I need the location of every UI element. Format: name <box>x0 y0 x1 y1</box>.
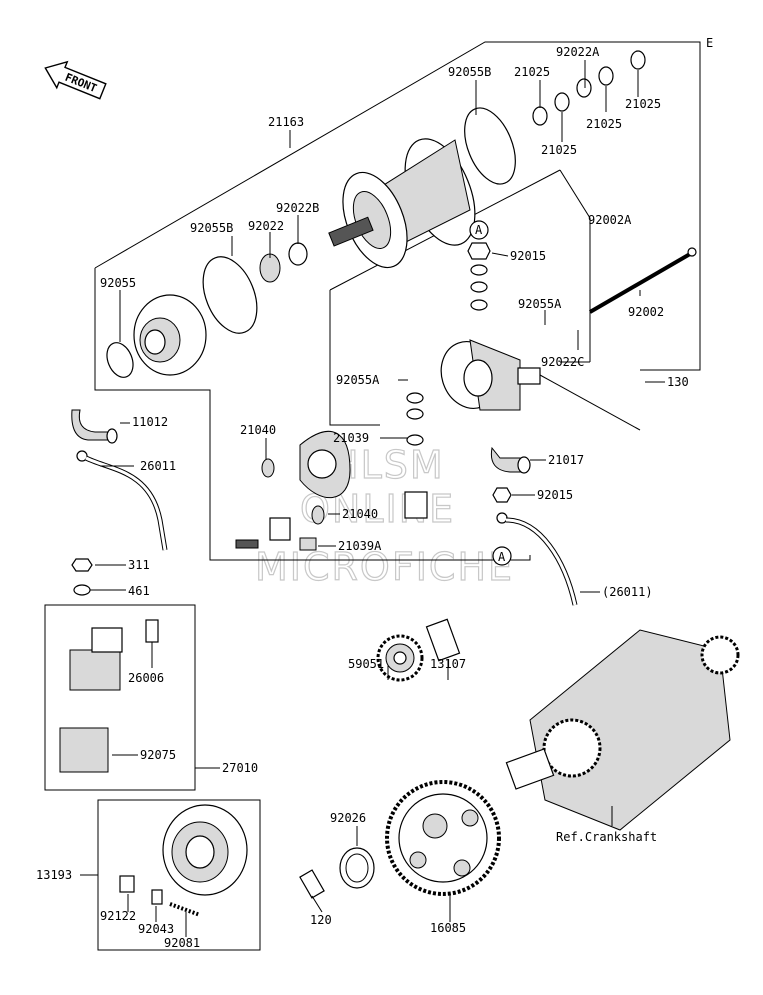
part-label-92122: 92122 <box>100 909 136 923</box>
corner-label: E <box>706 36 713 50</box>
part-label-92022C: 92022C <box>541 355 584 369</box>
one-way-clutch <box>162 804 248 896</box>
part-label-27010: 27010 <box>222 761 258 775</box>
part-label-21039A: 21039A <box>338 539 382 553</box>
starter-clutch-outline <box>80 799 261 951</box>
rear-cover <box>440 339 541 411</box>
part-label-461: 461 <box>128 584 150 598</box>
callout-marker-top-label: A <box>475 223 483 237</box>
front-cover <box>133 294 207 376</box>
crankshaft <box>505 629 740 831</box>
part-label-130: 130 <box>667 375 689 389</box>
part-label-311: 311 <box>128 558 150 572</box>
small-springs <box>261 458 325 525</box>
part-label-92022B: 92022B <box>276 201 319 215</box>
idle-shaft <box>425 618 461 662</box>
part-label-21017: 21017 <box>548 453 584 467</box>
callout-marker-top: A <box>469 220 489 240</box>
part-label-92002: 92002 <box>628 305 664 319</box>
watermark: HLSM ONLINE MICROFICHE <box>254 442 514 589</box>
starter-relay <box>59 619 159 773</box>
part-label-92026: 92026 <box>330 811 366 825</box>
o-rings-left <box>106 256 258 378</box>
hose-elbow-left <box>71 409 118 444</box>
clutch-washer <box>339 847 375 889</box>
part-label-21025-b: 21025 <box>625 97 661 111</box>
part-label-120: 120 <box>310 913 332 927</box>
part-label-92055: 92055 <box>100 276 136 290</box>
nut-and-washer <box>71 558 93 596</box>
part-label-26011: 26011 <box>140 459 176 473</box>
part-label-92015-bottom: 92015 <box>537 488 573 502</box>
part-label-11012: 11012 <box>132 415 168 429</box>
idle-gear <box>376 634 424 682</box>
starter-clutch-gear <box>385 780 501 896</box>
part-label-13193: 13193 <box>36 868 72 882</box>
reference-crankshaft-label: Ref.Crankshaft <box>556 830 657 844</box>
part-label-21163: 21163 <box>268 115 304 129</box>
starter-cable-right <box>492 487 578 606</box>
part-label-26011-ref: (26011) <box>602 585 653 599</box>
part-label-92002A: 92002A <box>588 213 632 227</box>
part-label-92022A: 92022A <box>556 45 600 59</box>
washer-stack-top <box>532 50 646 126</box>
starter-cable-left <box>76 450 168 551</box>
part-labels: 92022A 92055B 21025 21025 21025 21025 21… <box>36 45 689 950</box>
callout-marker-bottom-label: A <box>498 550 506 564</box>
part-label-92055B: 92055B <box>190 221 233 235</box>
brush-plate <box>235 517 317 551</box>
part-label-21040-a: 21040 <box>240 423 276 437</box>
callout-marker-bottom: A <box>498 550 506 564</box>
front-arrow-icon: FRONT <box>44 60 107 100</box>
part-label-92015-top: 92015 <box>510 249 546 263</box>
hose-elbow-right <box>490 446 531 474</box>
part-label-21025-a: 21025 <box>514 65 550 79</box>
part-label-21025-d: 21025 <box>541 143 577 157</box>
part-label-59051: 59051 <box>348 657 384 671</box>
brush-holder <box>299 430 428 519</box>
part-label-92022: 92022 <box>248 219 284 233</box>
part-label-26006: 26006 <box>128 671 164 685</box>
part-label-21039: 21039 <box>333 431 369 445</box>
part-label-92081: 92081 <box>164 936 200 950</box>
watermark-line-3: MICROFICHE <box>255 545 514 589</box>
relay-box-outline <box>44 604 220 791</box>
long-bolt <box>588 247 697 314</box>
part-label-92055A-left: 92055A <box>336 373 380 387</box>
part-label-92055B-top: 92055B <box>448 65 491 79</box>
rollers-and-springs <box>119 875 201 917</box>
clutch-bolt <box>299 869 325 899</box>
starter-assembly-outline: E <box>94 36 713 561</box>
part-label-92055A-right: 92055A <box>518 297 562 311</box>
part-label-21025-c: 21025 <box>586 117 622 131</box>
lock-washer <box>259 242 308 283</box>
o-ring-top <box>464 107 516 185</box>
part-label-92043: 92043 <box>138 922 174 936</box>
nut-washer-column <box>406 242 491 446</box>
part-label-92075: 92075 <box>140 748 176 762</box>
leader-lines <box>90 60 665 937</box>
part-label-13107: 13107 <box>430 657 466 671</box>
starter-motor-body <box>328 138 476 269</box>
part-label-16085: 16085 <box>430 921 466 935</box>
part-label-21040-b: 21040 <box>342 507 378 521</box>
